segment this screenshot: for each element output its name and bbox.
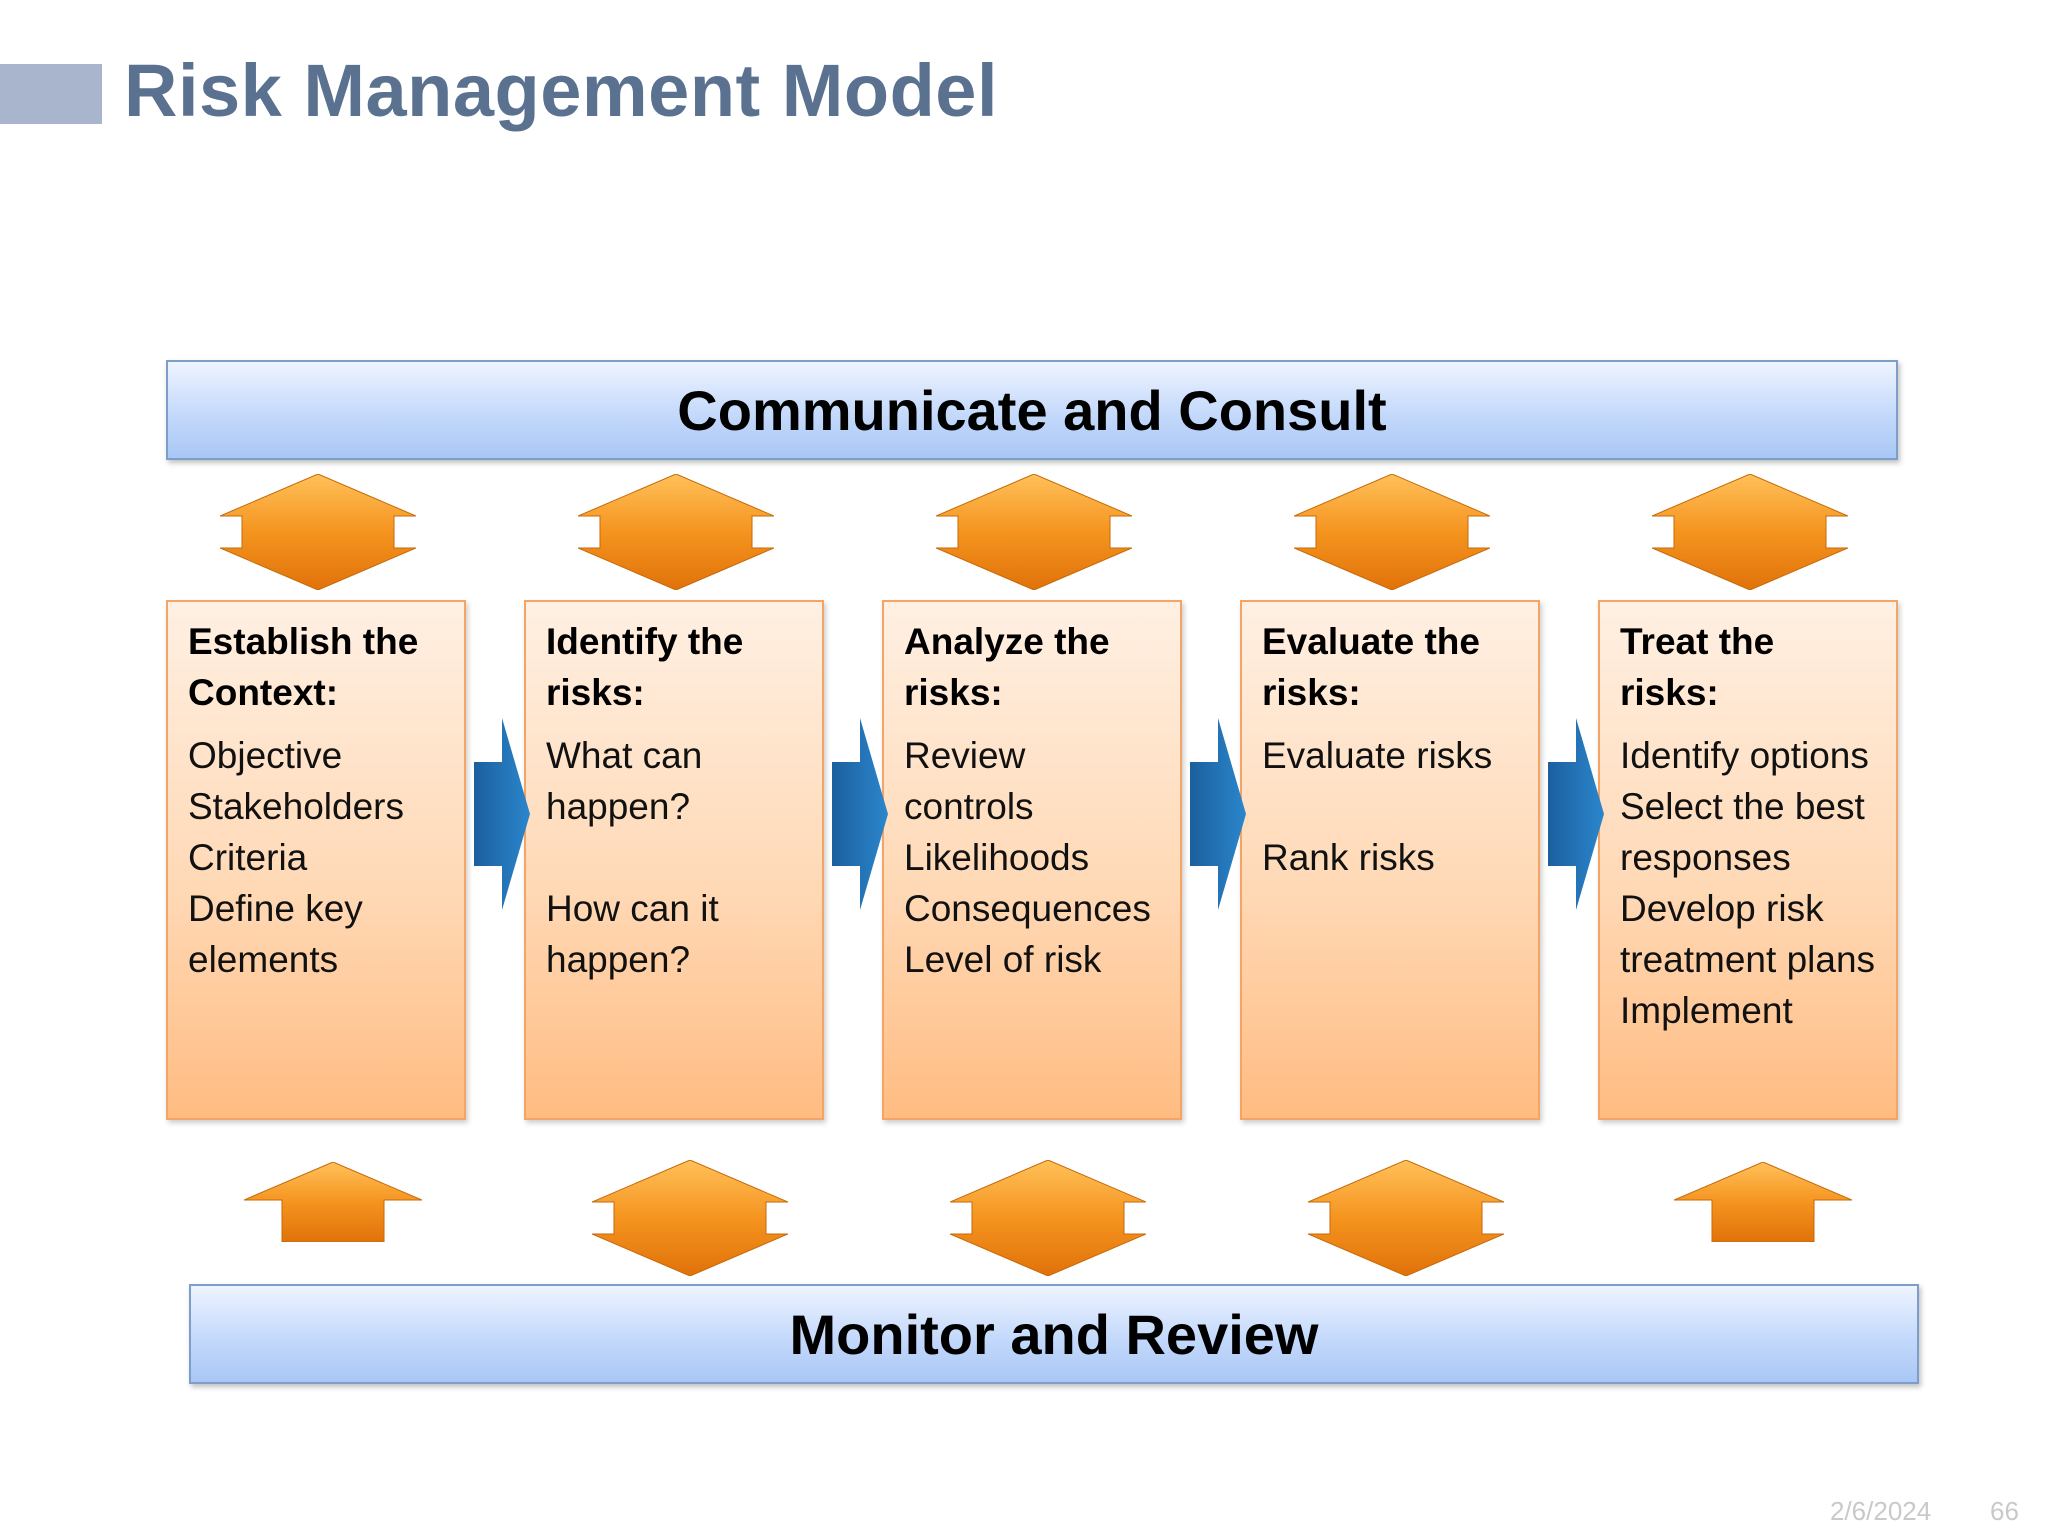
- right-chevron-arrow-icon: [832, 718, 888, 910]
- step-heading: Evaluate the risks:: [1262, 621, 1480, 713]
- up-arrow-icon: [244, 1162, 422, 1242]
- step-body: Objective Stakeholders Criteria Define k…: [188, 735, 404, 980]
- step-body: Identify options Select the best respons…: [1620, 735, 1876, 1031]
- step-heading: Establish the Context:: [188, 621, 419, 713]
- communicate-consult-banner: Communicate and Consult: [166, 360, 1898, 460]
- step-heading: Analyze the risks:: [904, 621, 1110, 713]
- step-heading: Identify the risks:: [546, 621, 744, 713]
- up-down-arrow-icon: [950, 1160, 1146, 1276]
- step-treat-risks: Treat the risks: Identify options Select…: [1598, 600, 1898, 1120]
- up-down-arrow-icon: [1294, 474, 1490, 590]
- step-establish-context: Establish the Context: Objective Stakeho…: [166, 600, 466, 1120]
- step-analyze-risks: Analyze the risks: Review controls Likel…: [882, 600, 1182, 1120]
- right-chevron-arrow-icon: [1548, 718, 1604, 910]
- up-down-arrow-icon: [1308, 1160, 1504, 1276]
- up-arrow-icon: [1674, 1162, 1852, 1242]
- up-down-arrow-icon: [220, 474, 416, 590]
- step-identify-risks: Identify the risks: What can happen? How…: [524, 600, 824, 1120]
- page-title: Risk Management Model: [124, 49, 999, 132]
- up-down-arrow-icon: [578, 474, 774, 590]
- step-body: Evaluate risks Rank risks: [1262, 735, 1493, 878]
- step-heading: Treat the risks:: [1620, 621, 1775, 713]
- up-down-arrow-icon: [1652, 474, 1848, 590]
- up-down-arrow-icon: [936, 474, 1132, 590]
- up-down-arrow-icon: [592, 1160, 788, 1276]
- right-chevron-arrow-icon: [1190, 718, 1246, 910]
- step-body: What can happen? How can it happen?: [546, 735, 719, 980]
- title-accent-bar: [0, 64, 102, 124]
- monitor-review-banner: Monitor and Review: [189, 1284, 1919, 1384]
- step-evaluate-risks: Evaluate the risks: Evaluate risks Rank …: [1240, 600, 1540, 1120]
- footer-date: 2/6/2024: [1830, 1496, 1932, 1526]
- right-chevron-arrow-icon: [474, 718, 530, 910]
- step-body: Review controls Likelihoods Consequences…: [904, 735, 1151, 980]
- page-number: 66: [1990, 1496, 2019, 1526]
